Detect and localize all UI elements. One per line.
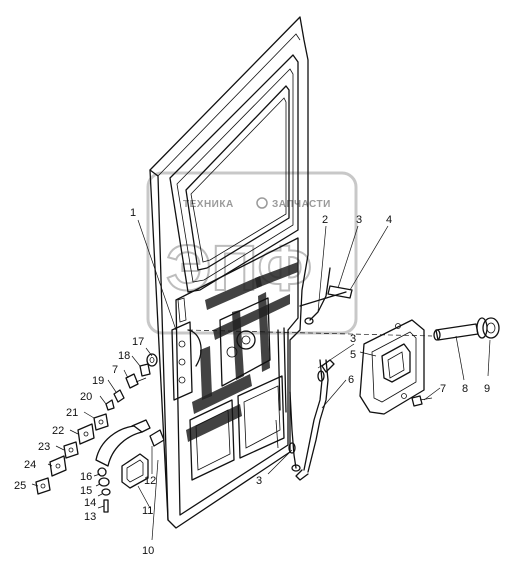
inner-panel — [175, 237, 299, 516]
outer-handle-assembly — [187, 317, 500, 415]
door-panel — [149, 16, 309, 529]
screw-part-19 — [113, 389, 125, 403]
rod-part-6 — [303, 359, 323, 471]
callout-9: 9 — [484, 383, 490, 395]
plate-part-23 — [63, 441, 79, 459]
callout-11: 11 — [142, 505, 153, 517]
washer-part-16 — [97, 467, 107, 477]
bracket-part-22 — [77, 423, 95, 445]
bolt-part-7-left — [125, 373, 139, 389]
plate-part-25 — [35, 477, 51, 495]
callout-10: 10 — [142, 545, 154, 557]
callout-20: 20 — [80, 391, 92, 403]
callout-7-right: 7 — [440, 383, 446, 395]
screw-part-7-right — [411, 395, 423, 407]
lock-recess — [219, 297, 271, 387]
screw-part-20 — [105, 399, 115, 411]
callout-21: 21 — [66, 407, 78, 419]
connector-part-3 — [327, 285, 353, 299]
callout-7-left: 7 — [112, 364, 118, 376]
handle-recess — [381, 343, 411, 383]
washer-part-14 — [101, 488, 111, 496]
washer-part-17 — [146, 353, 158, 367]
lock-plate-part-5 — [359, 319, 425, 415]
rods — [288, 267, 353, 481]
callout-25: 25 — [14, 480, 26, 492]
callout-2: 2 — [322, 214, 328, 226]
screw-part-13 — [103, 499, 109, 513]
window-frame — [169, 54, 299, 293]
callout-4: 4 — [386, 214, 392, 226]
callout-14: 14 — [84, 497, 96, 509]
hinge-plate — [171, 321, 193, 401]
shaft-part-8 — [435, 323, 479, 341]
rod-part-2 — [309, 267, 331, 321]
callout-15: 15 — [80, 485, 92, 497]
callout-13: 13 — [84, 511, 96, 523]
door-outline — [149, 16, 309, 529]
nut-part-18 — [139, 363, 151, 377]
plate-part-24 — [49, 455, 67, 477]
watermark-text-right: ЗАПЧАСТИ — [272, 199, 331, 210]
assembly-axis-line — [187, 329, 433, 337]
window-glass — [185, 85, 290, 271]
callout-labels: 1 2 3 4 3 5 6 7 8 9 3 17 18 7 19 20 21 2… — [14, 207, 490, 557]
callout-8: 8 — [462, 383, 468, 395]
callout-17: 17 — [132, 336, 144, 348]
callout-6: 6 — [348, 374, 354, 386]
watermark-text-left: ТЕХНИКА — [183, 199, 234, 210]
callout-3-bottom: 3 — [256, 475, 262, 487]
callout-18: 18 — [118, 350, 130, 362]
escutcheon-part-11 — [121, 453, 149, 489]
leader-lines — [31, 219, 491, 541]
clip-part-21 — [93, 413, 109, 431]
watermark-gear-icon — [256, 197, 268, 209]
inner-handle — [95, 425, 143, 467]
callout-19: 19 — [92, 375, 104, 387]
callout-12: 12 — [144, 475, 156, 487]
small-hardware — [35, 353, 165, 513]
callout-23: 23 — [38, 441, 50, 453]
washer-part-15 — [98, 477, 110, 487]
callout-5: 5 — [350, 349, 356, 361]
callout-3-mid: 3 — [350, 333, 356, 345]
callout-22: 22 — [52, 425, 64, 437]
callout-3-top: 3 — [356, 214, 362, 226]
trim-part-12 — [149, 429, 165, 447]
callout-24: 24 — [24, 459, 36, 471]
callout-16: 16 — [80, 471, 92, 483]
rod-part-3-lower — [289, 391, 297, 469]
callout-1: 1 — [130, 207, 136, 219]
